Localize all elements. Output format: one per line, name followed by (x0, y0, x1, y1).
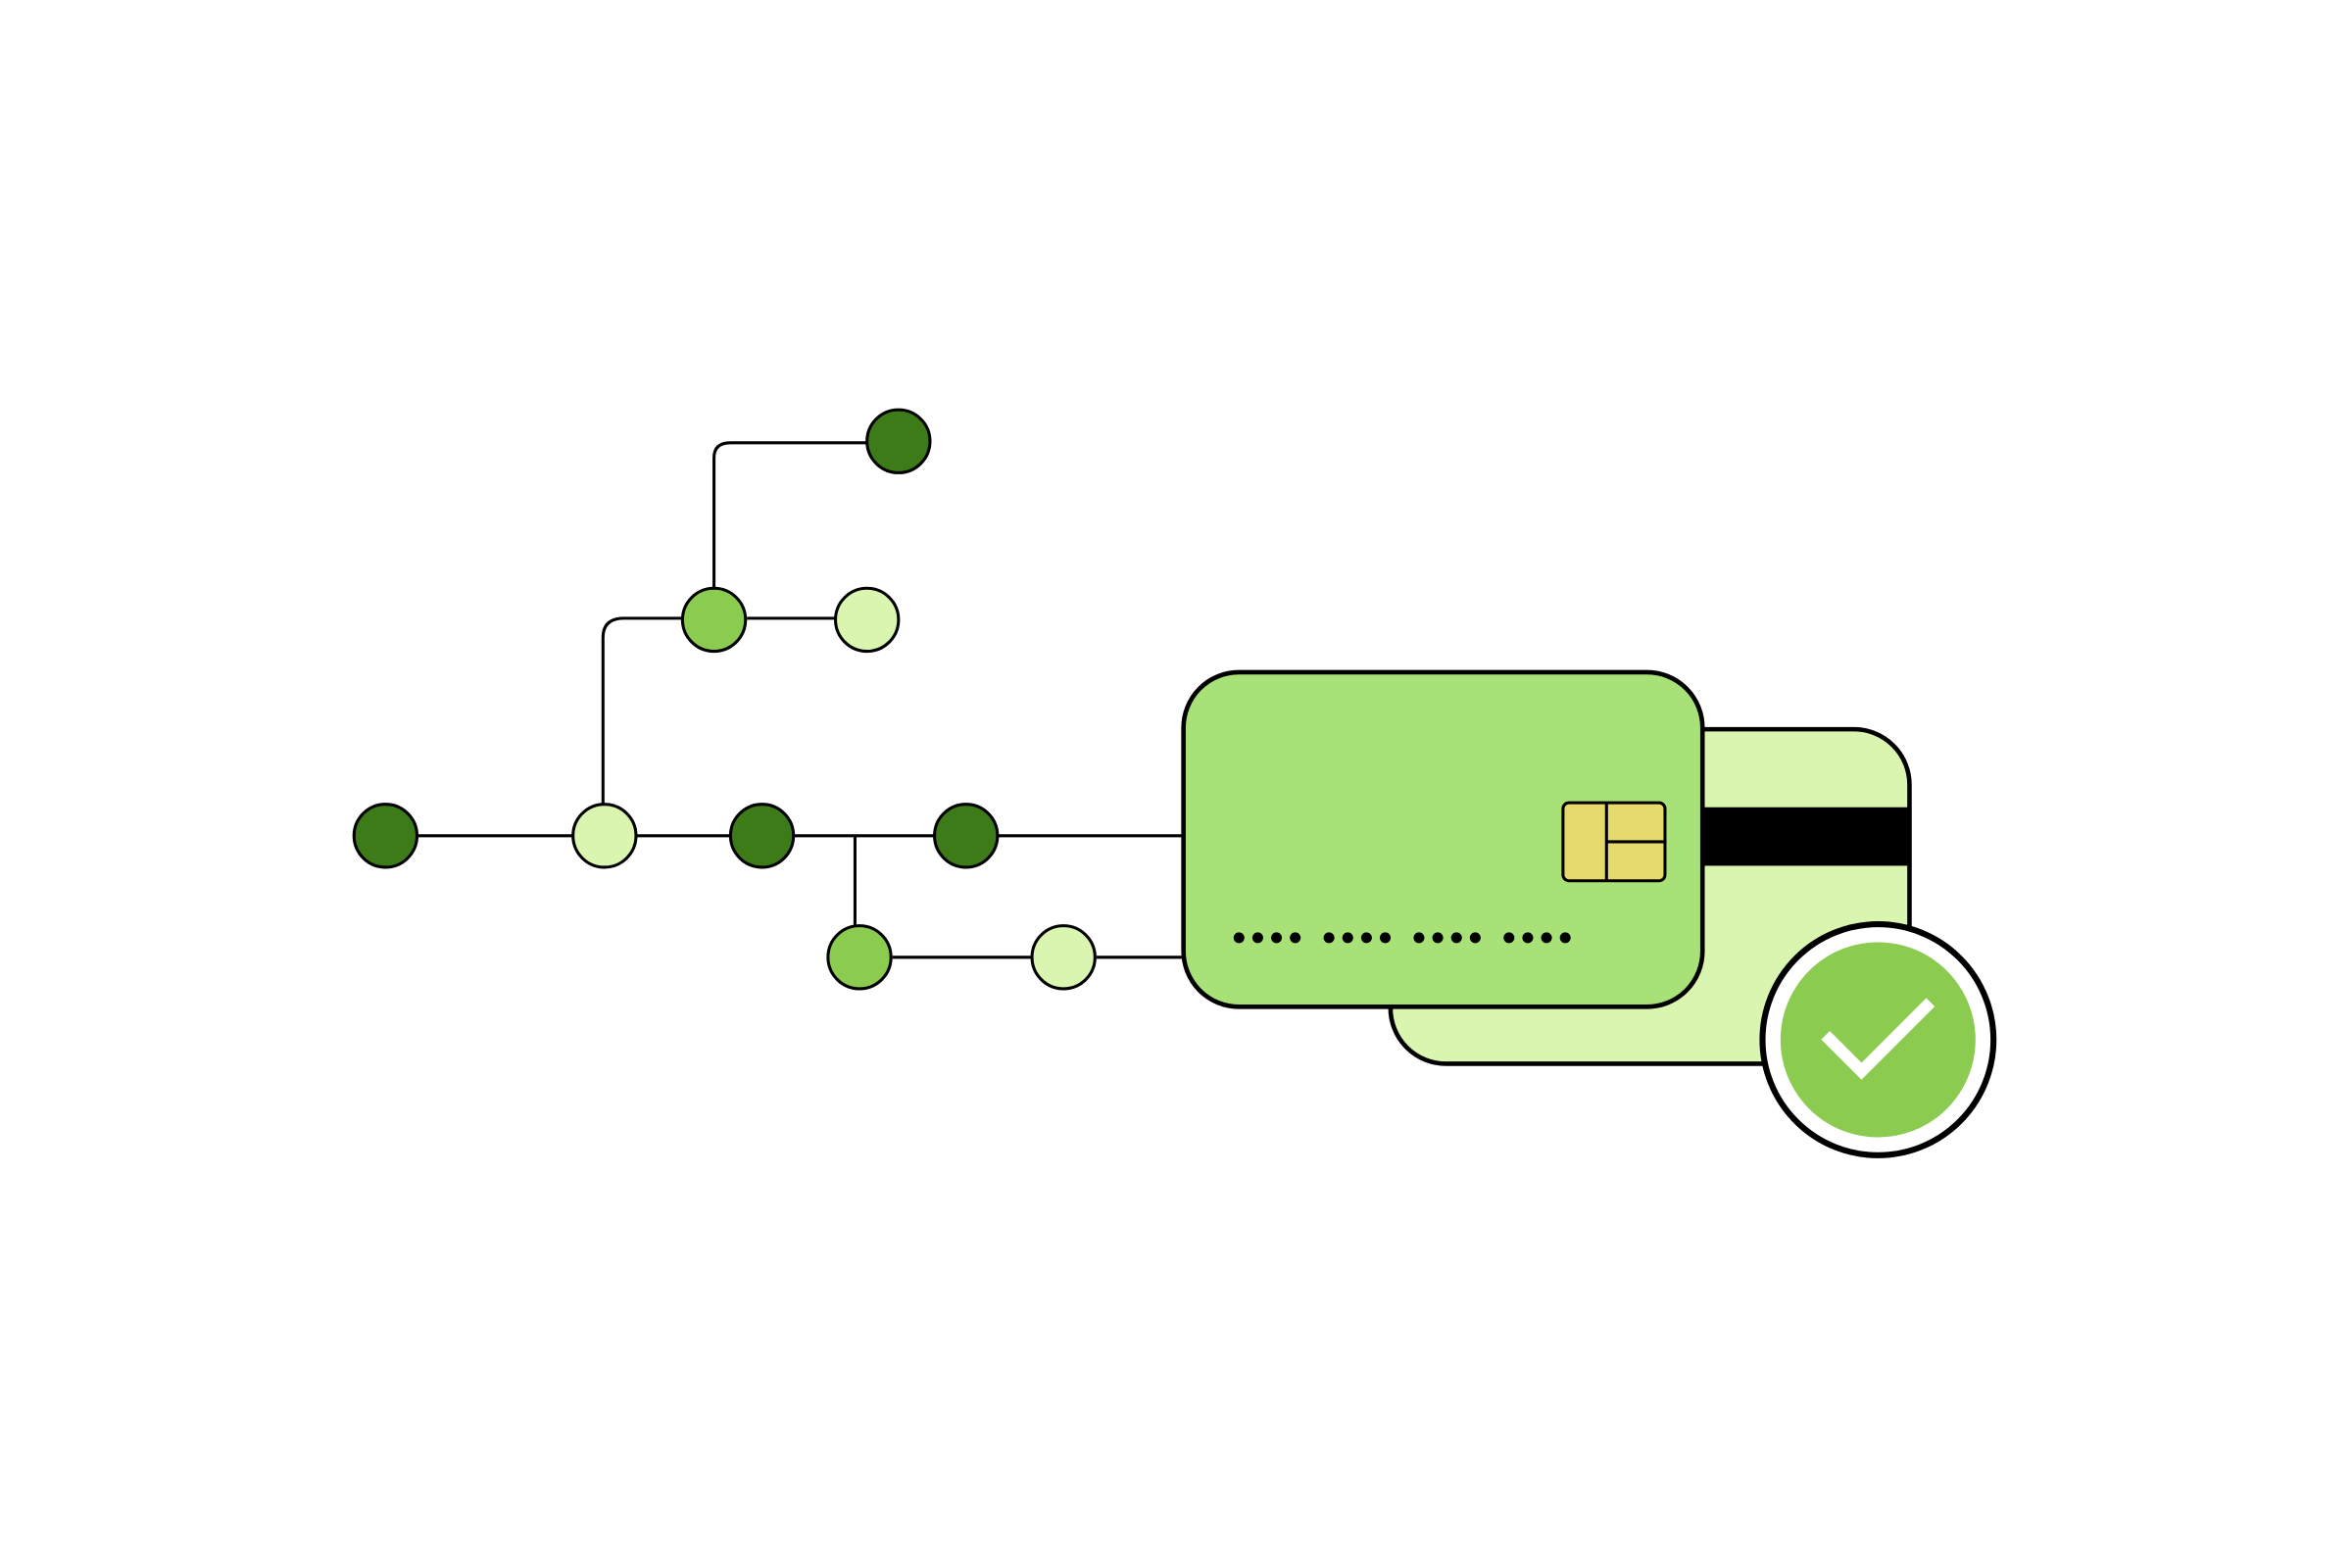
branch-line-upper (601, 616, 838, 807)
node-dark (933, 803, 1000, 869)
network-nodes (352, 408, 1097, 991)
node-mid (680, 586, 748, 654)
node-light (571, 803, 638, 869)
node-dark (728, 803, 796, 869)
magnetic-stripe (1680, 807, 1911, 866)
branch-line-top (712, 441, 869, 589)
node-dark (865, 408, 932, 474)
front-card (1181, 669, 1705, 1009)
node-light (834, 586, 901, 654)
check-circle-icon (1759, 921, 1997, 1158)
network-lines (416, 441, 1186, 959)
chip-icon (1561, 801, 1667, 883)
node-mid (826, 924, 893, 991)
checkmark-icon (1821, 998, 1936, 1080)
branch-line-lower (853, 835, 1186, 959)
masked-card-number (1233, 932, 1571, 944)
node-dark (352, 803, 419, 869)
node-light (1030, 924, 1097, 991)
front-card-body (1181, 669, 1705, 1009)
